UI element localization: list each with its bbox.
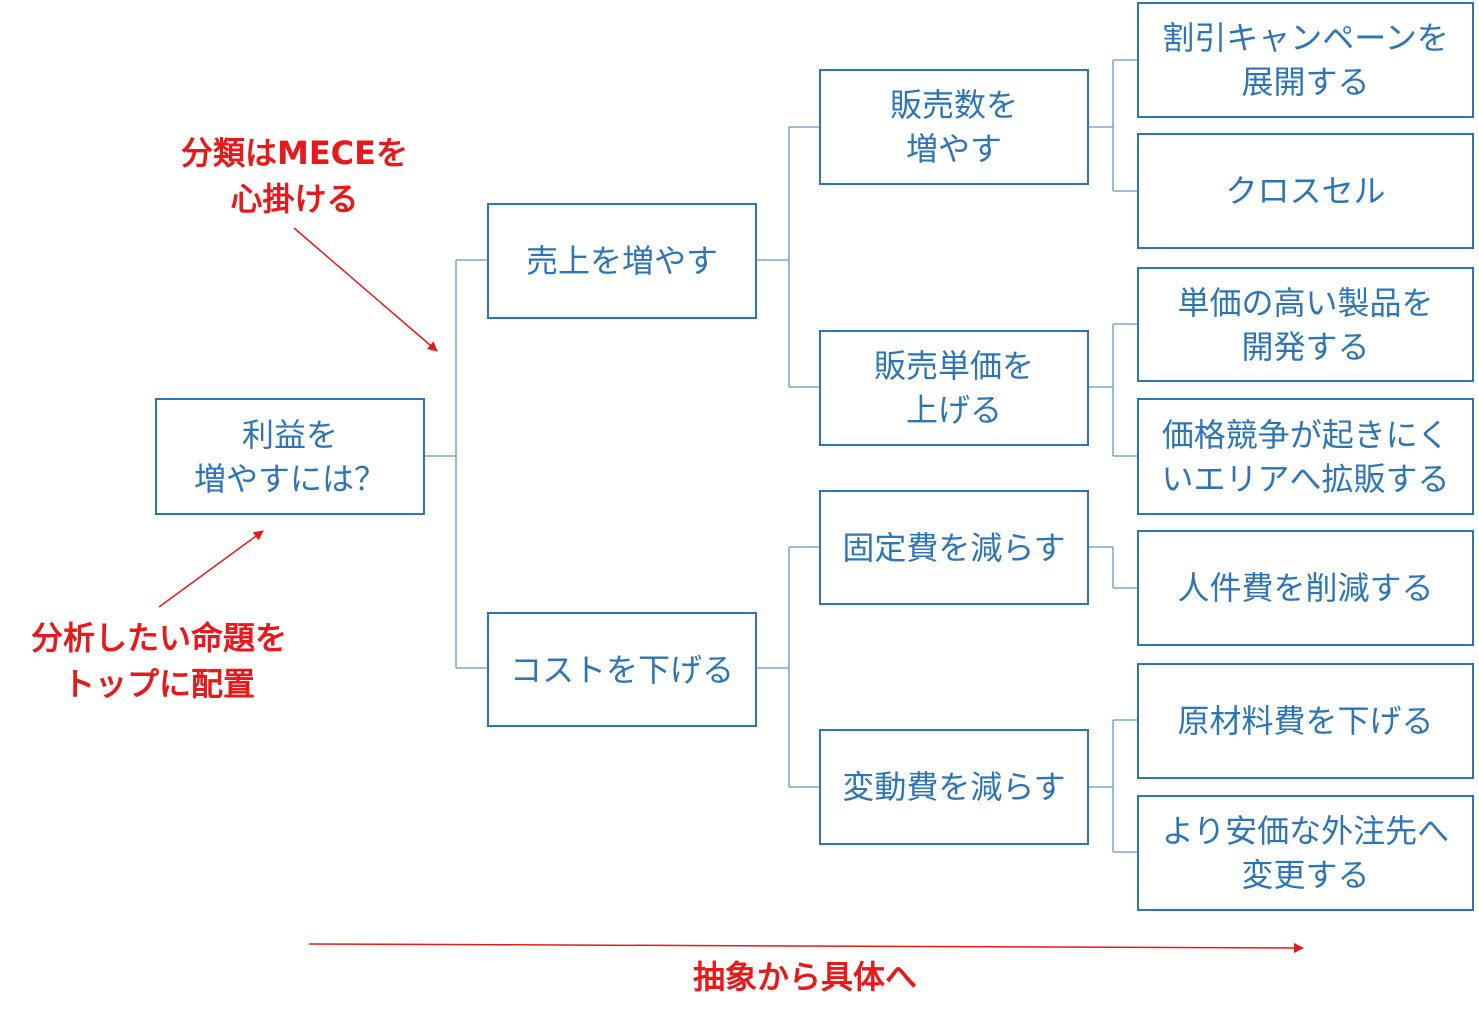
node-expand-low-competition-areas: 価格競争が起きにく いエリアへ拡販する — [1137, 398, 1474, 515]
node-cheaper-outsourcing: より安価な外注先へ 変更する — [1137, 795, 1474, 911]
node-cut-labor-costs: 人件費を削減する — [1137, 530, 1474, 646]
mece-arrow — [293, 227, 438, 352]
node-discount-campaign: 割引キャンペーンを 展開する — [1137, 2, 1474, 118]
annotation-mece: 分類はMECEを 心掛ける — [180, 134, 409, 218]
node-raise-unit-price: 販売単価を 上げる — [819, 330, 1089, 446]
top-arrow — [158, 530, 264, 608]
connector-cost-to-level2 — [756, 546, 819, 788]
connector-volume-to-level3 — [1088, 59, 1137, 192]
abstract-arrow — [308, 942, 1304, 953]
annotation-abstract-to-concrete: 抽象から具体へ — [692, 958, 917, 996]
node-increase-sales: 売上を増やす — [487, 203, 757, 319]
connector-fixed-to-level3 — [1088, 546, 1137, 589]
root-node: 利益を 増やすには？ — [155, 398, 425, 515]
annotation-top: 分析したい命題を トップに配置 — [30, 619, 287, 703]
connector-sales-to-level2 — [756, 126, 819, 388]
node-lower-material-costs: 原材料費を下げる — [1137, 663, 1474, 779]
node-cross-sell: クロスセル — [1137, 133, 1474, 249]
node-develop-premium-products: 単価の高い製品を 開発する — [1137, 267, 1474, 382]
node-reduce-variable-costs: 変動費を減らす — [819, 729, 1089, 845]
connector-root-to-level1 — [424, 259, 487, 669]
node-increase-volume: 販売数を 増やす — [819, 69, 1089, 185]
node-reduce-cost: コストを下げる — [487, 612, 757, 727]
node-reduce-fixed-costs: 固定費を減らす — [819, 490, 1089, 605]
connector-price-to-level3 — [1088, 323, 1137, 457]
connector-variable-to-level3 — [1088, 719, 1137, 853]
